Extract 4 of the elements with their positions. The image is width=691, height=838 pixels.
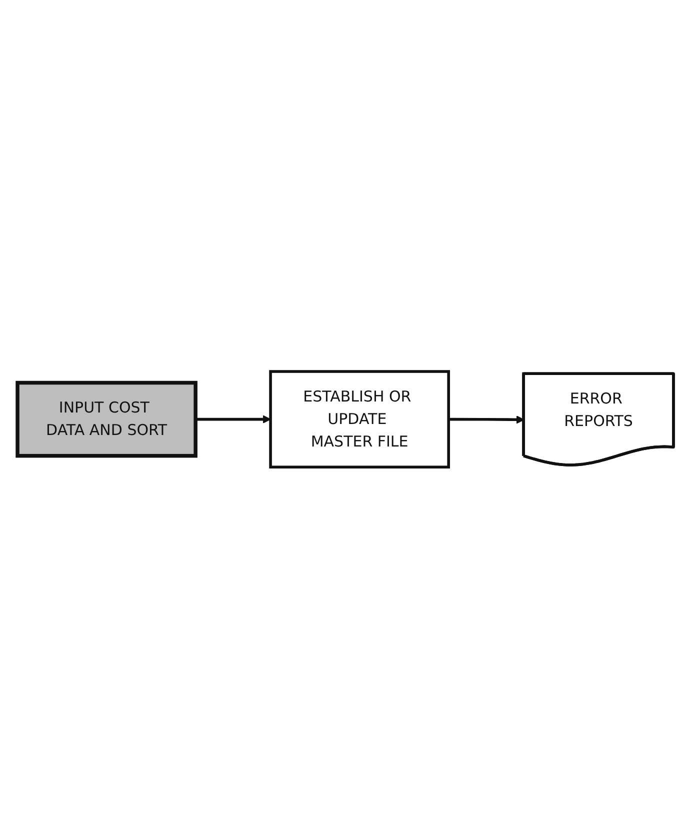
node-box: ESTABLISH OR UPDATE MASTER FILE: [269, 370, 450, 468]
node-box: INPUT COST DATA AND SORT: [16, 380, 198, 458]
arrow: [448, 415, 524, 424]
arrow: [196, 414, 271, 424]
